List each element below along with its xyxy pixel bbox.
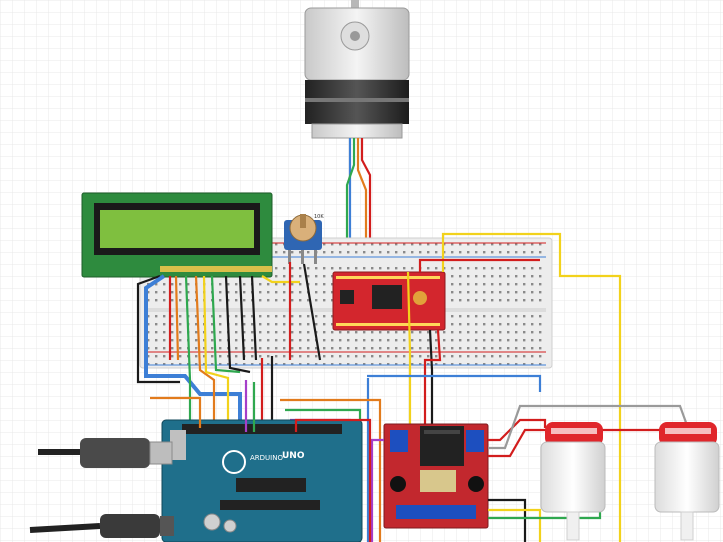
arduino-board-icon: ARDUINO UNO (161, 419, 363, 542)
dc-motor-icon (654, 422, 720, 541)
lcd-display-icon (81, 192, 273, 278)
stepper-driver-icon (332, 271, 446, 331)
arduino-brand-label: ARDUINO (250, 454, 283, 462)
potentiometer-label: 10K (314, 214, 324, 220)
arduino-model-label: UNO (282, 451, 305, 461)
usb-cable-icon (38, 438, 173, 468)
arduino-header-wires (150, 380, 372, 542)
power-cable-icon (29, 514, 174, 538)
potentiometer-icon: 10K (284, 214, 324, 264)
stepper-motor-icon (304, 0, 410, 139)
dc-motor-icon (540, 422, 606, 541)
motor-driver-icon (383, 423, 489, 529)
